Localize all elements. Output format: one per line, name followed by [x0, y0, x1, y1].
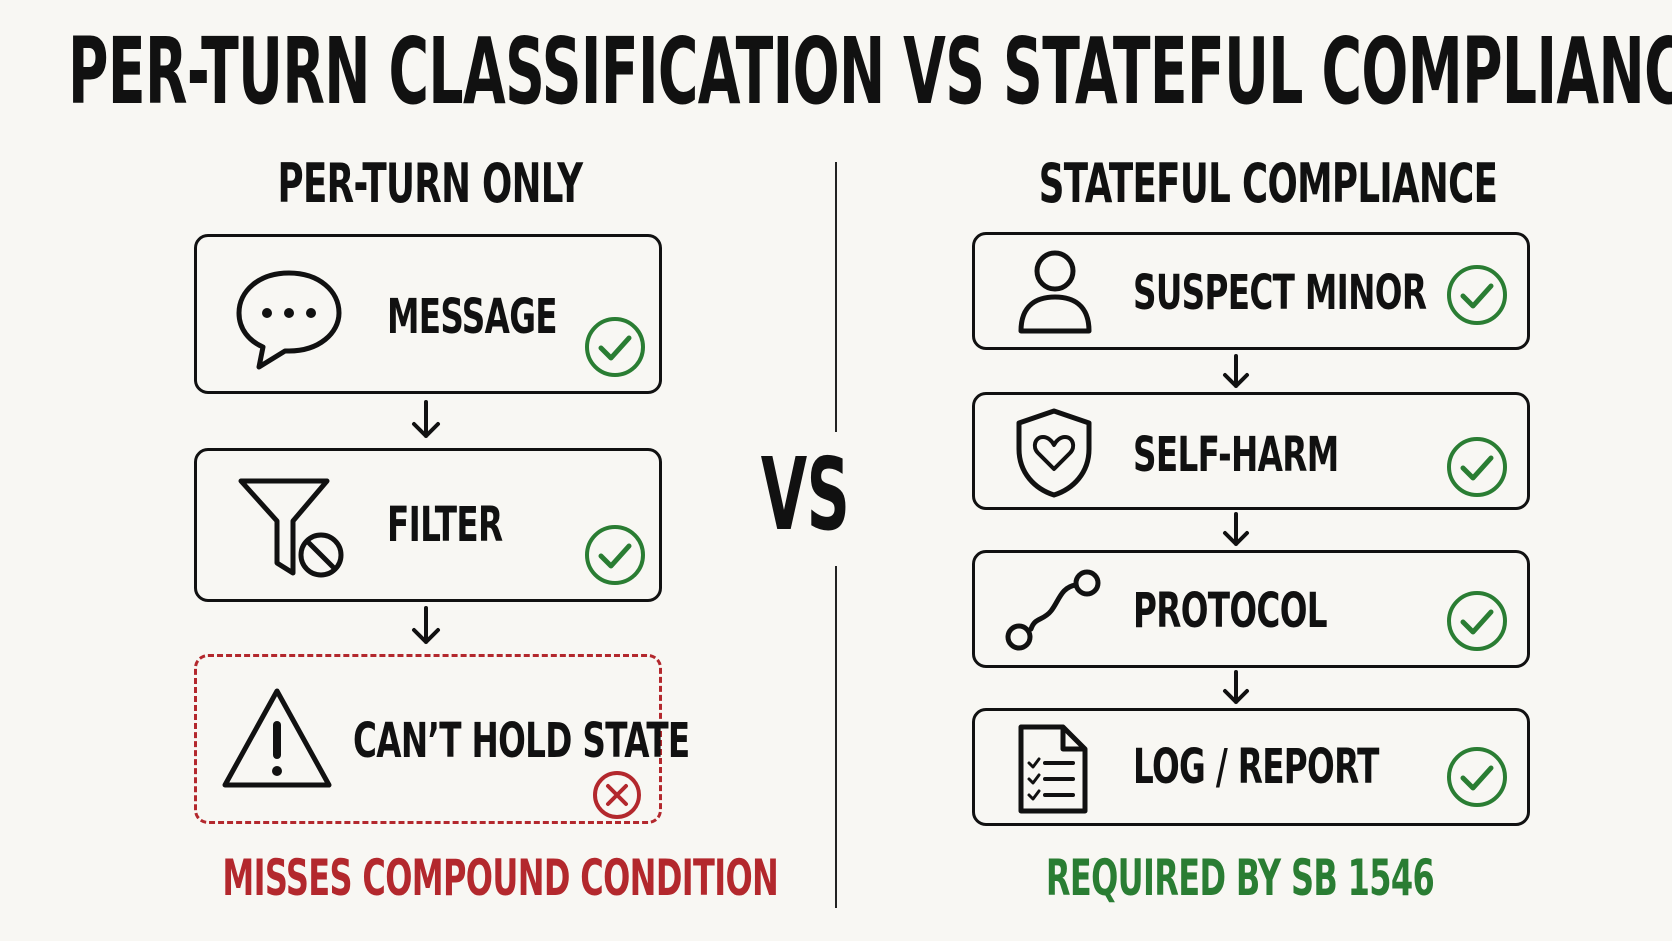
step-label: PROTOCOL: [1133, 583, 1328, 639]
check-icon: [585, 317, 645, 377]
right-step-suspect-minor: SUSPECT MINOR: [972, 232, 1530, 350]
check-icon: [1447, 591, 1507, 651]
right-step-self-harm: SELF-HARM: [972, 392, 1530, 510]
left-step-cant-hold-state: CAN’T HOLD STATE: [194, 654, 690, 824]
check-icon: [1447, 265, 1507, 325]
filter-blocked-icon: [238, 478, 344, 578]
down-arrow-icon: [412, 606, 440, 644]
page-title: PER-TURN CLASSIFICATION VS STATEFUL COMP…: [68, 18, 1672, 125]
down-arrow-icon: [412, 400, 440, 438]
check-icon: [1447, 747, 1507, 807]
step-label: LOG / REPORT: [1133, 739, 1379, 795]
vs-label: VS: [760, 436, 850, 553]
right-footer-note: REQUIRED BY SB 1546: [1045, 849, 1435, 907]
step-label: MESSAGE: [387, 289, 558, 345]
step-label: FILTER: [387, 497, 503, 553]
left-column-heading: PER-TURN ONLY: [277, 152, 584, 215]
down-arrow-icon: [1223, 512, 1249, 546]
right-column-heading: STATEFUL COMPLIANCE: [1038, 152, 1498, 215]
step-label: SUSPECT MINOR: [1133, 265, 1427, 321]
divider-bottom: [835, 566, 837, 908]
shield-heart-icon: [1016, 408, 1092, 498]
step-label: SELF-HARM: [1133, 427, 1339, 483]
down-arrow-icon: [1223, 354, 1249, 388]
check-icon: [1447, 437, 1507, 497]
down-arrow-icon: [1223, 670, 1249, 704]
left-footer-note: MISSES COMPOUND CONDITION: [222, 849, 779, 907]
route-icon: [1005, 569, 1101, 651]
left-step-filter: FILTER: [194, 448, 662, 602]
chat-bubble-icon: [236, 270, 342, 370]
fail-x-icon: [593, 771, 641, 819]
right-step-protocol: PROTOCOL: [972, 550, 1530, 668]
warning-icon: [222, 688, 332, 788]
right-step-log-report: LOG / REPORT: [972, 708, 1530, 826]
step-label: CAN’T HOLD STATE: [353, 713, 690, 769]
user-icon: [1018, 250, 1092, 334]
check-icon: [585, 525, 645, 585]
divider-top: [835, 162, 837, 432]
checklist-document-icon: [1018, 724, 1088, 814]
left-step-message: MESSAGE: [194, 234, 662, 394]
